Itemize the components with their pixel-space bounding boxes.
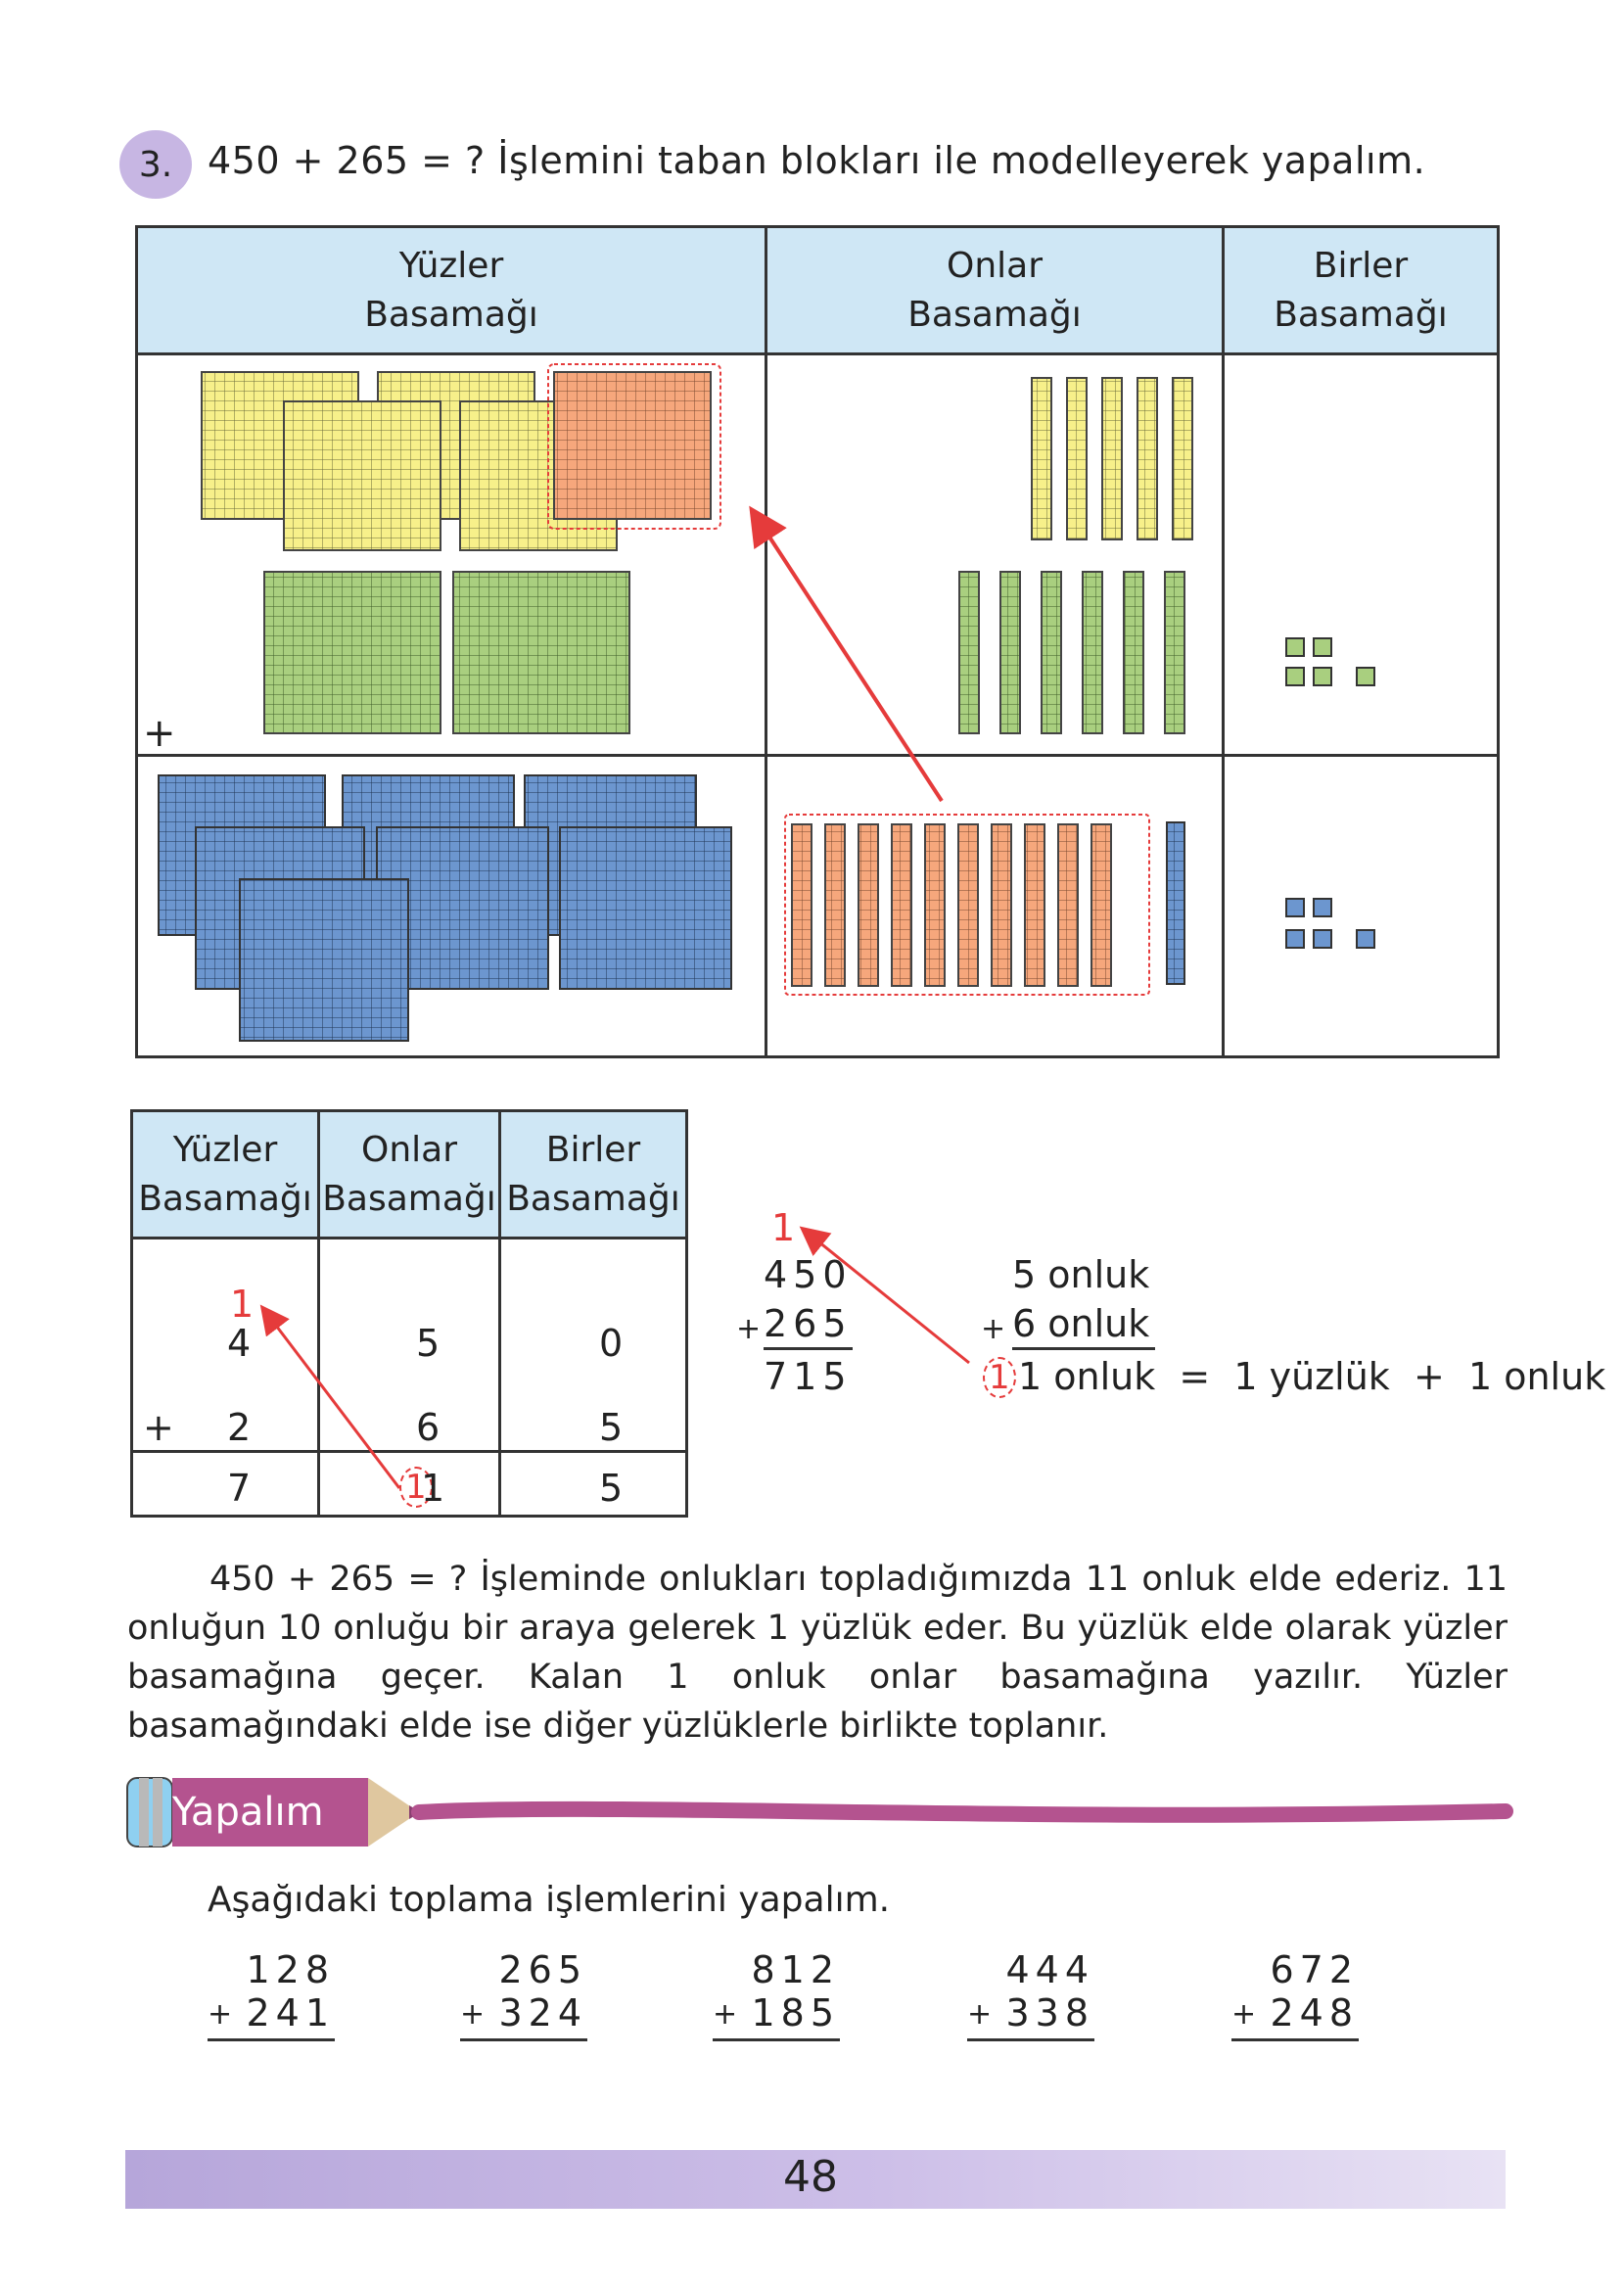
page-number: 48 [783,2152,838,2202]
pv-body-ones [498,1237,688,1453]
orange-hundred-flat [547,363,721,530]
yapalim-pencil-banner [126,1777,1513,1847]
pv-arrow-layer [259,1226,970,1489]
problem-4: 444 +338 [967,1948,1094,2041]
problem-5-plus: + [1231,1997,1257,2032]
pv-result-hundreds-digit: 7 [227,1467,252,1510]
problem-1: 128 +241 [208,1948,335,2041]
pv-body-hundreds [130,1237,320,1453]
problem-2-b: 324 [498,1991,587,2034]
onluk-line3: 1 onluk = 1 yüzlük + 1 onluk [1018,1355,1606,1398]
problem-3-a: 812 [751,1948,840,1991]
pv-carry: 1 [230,1283,255,1326]
blue-unit-cubes [1285,898,1375,949]
pv-row2-hundreds: 2 [227,1406,252,1449]
question-number: 3. [138,144,173,185]
row2-ones [1222,754,1500,1058]
question-text: 450 + 265 = ? İşlemini taban blokları il… [208,139,1426,182]
problem-2-plus: + [460,1997,486,2032]
pv-result-ones-digit: 5 [599,1467,624,1510]
problem-3-plus: + [713,1997,738,2032]
row1-ones [1222,352,1500,757]
problem-5-a: 672 [1270,1948,1359,1991]
pv-carry-arrow [259,1304,401,1489]
pv-plus: + [143,1406,174,1449]
blue-ten-rod [1166,821,1185,985]
onluk-plus: + [981,1312,1006,1346]
problem-1-b: 241 [246,1991,335,2034]
yapalim-label: Yapalım [172,1790,324,1835]
problem-4-a: 444 [1005,1948,1094,1991]
problem-4-plus: + [967,1997,993,2032]
sum-a: 450 [764,1253,853,1296]
problem-1-plus: + [208,1997,233,2032]
problem-5: 672 +248 [1231,1948,1359,2041]
blocks-plus-sign: + [143,711,176,756]
sum-carry: 1 [771,1206,796,1249]
pv-result-ones [498,1450,688,1518]
pv-row1-hundreds: 4 [227,1322,252,1365]
sum-result: 715 [764,1355,853,1398]
pv-body-tens [317,1237,501,1453]
problem-3-b: 185 [751,1991,840,2034]
green-hundred-flats [263,571,630,734]
green-unit-cubes [1285,637,1375,686]
problem-2-a: 265 [498,1948,587,1991]
sum-plus: + [736,1312,762,1346]
orange-ten-rods [784,814,1150,996]
onluk-carry-digit: 1 [983,1357,1016,1398]
problem-3: 812 +185 [713,1948,840,2041]
pv-row1-ones: 0 [599,1322,624,1365]
onluk-line1: 5 onluk [1012,1253,1150,1296]
base-ten-blocks-drawing [158,363,1375,1042]
sum-b: 265 [764,1302,853,1350]
pv-row2-ones: 5 [599,1406,624,1449]
problem-1-a: 128 [246,1948,335,1991]
footer-bar [125,2150,1506,2209]
green-ten-rods [958,571,1185,734]
blue-hundred-flats [158,774,732,1042]
pv-row2-tens: 6 [416,1406,441,1449]
yapalim-instruction: Aşağıdaki toplama işlemlerini yapalım. [208,1880,891,1920]
regroup-arrow [749,505,944,803]
yellow-ten-rods [1031,377,1193,540]
problem-4-b: 338 [1005,1991,1094,2034]
pv-result-tens-digit: 1 [421,1467,445,1510]
pv-row1-tens: 5 [416,1322,441,1365]
problem-5-b: 248 [1270,1991,1359,2034]
pv-result-hundreds [130,1450,320,1518]
onluk-line2: 6 onluk [1012,1302,1156,1350]
problem-2: 265 +324 [460,1948,587,2041]
explanation-paragraph: 450 + 265 = ? İşleminde onlukları toplad… [127,1560,1508,1746]
question-number-badge: 3. [119,130,192,199]
sum-carry-arrow [799,1226,970,1365]
